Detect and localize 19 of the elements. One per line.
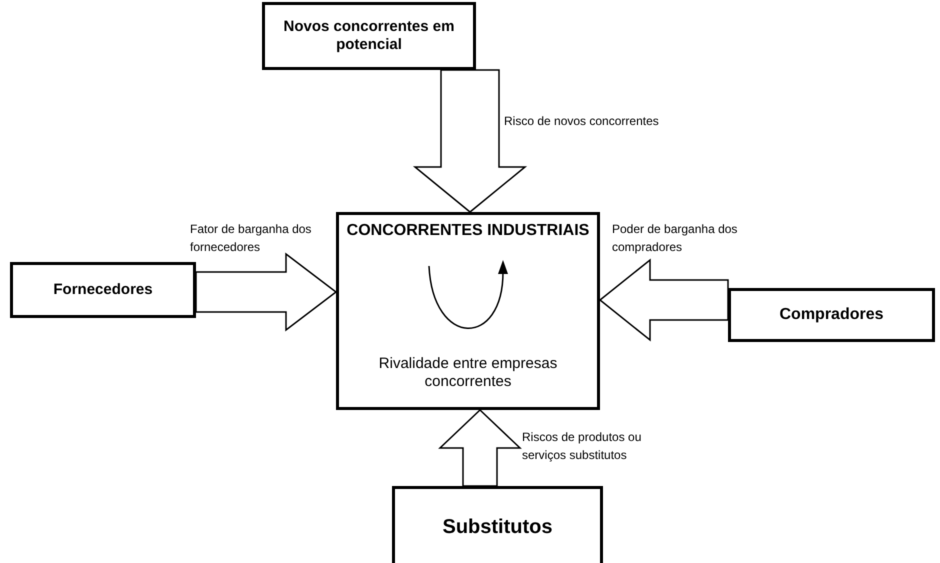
block-arrow xyxy=(195,252,338,332)
process-box xyxy=(262,2,476,70)
edge-label: Fator de barganha dos fornecedores xyxy=(190,221,312,256)
node-title: Novos concorrentes em potencial xyxy=(282,18,456,54)
block-arrow xyxy=(412,69,528,213)
process-box xyxy=(392,486,603,563)
node-title: CONCORRENTES INDUSTRIAIS xyxy=(346,221,590,240)
node-title: Fornecedores xyxy=(53,281,153,299)
edge-label: Poder de barganha dos compradores xyxy=(612,221,738,256)
node-title: Substitutos xyxy=(442,515,552,539)
node-body: Rivalidade entre empresas concorrentes xyxy=(378,355,558,391)
block-arrow xyxy=(438,408,522,487)
process-box xyxy=(728,288,935,342)
block-arrow xyxy=(598,258,729,342)
edge-label: Riscos de produtos ou serviços substitutos xyxy=(522,429,642,464)
edge-label: Risco de novos concorrentes xyxy=(504,113,660,130)
node-title: Compradores xyxy=(779,305,884,325)
process-box xyxy=(10,262,196,318)
central-box xyxy=(336,212,600,410)
